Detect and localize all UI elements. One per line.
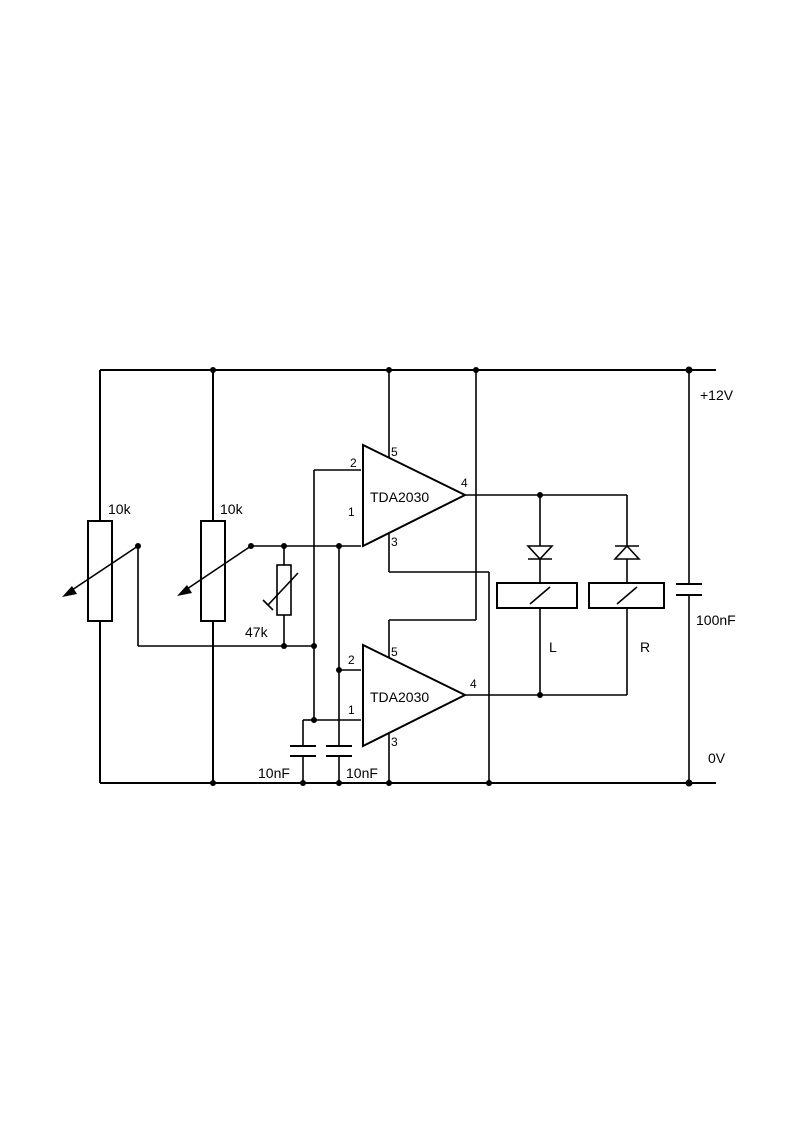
amplifier-bottom	[362, 619, 627, 786]
amp-top-part: TDA2030	[370, 489, 429, 505]
amp-bottom-pin5: 5	[391, 645, 398, 659]
amp-top-pin5: 5	[391, 445, 398, 459]
potentiometer-left	[62, 370, 141, 783]
relay-left-label: L	[549, 639, 557, 655]
cap-right-value: 10nF	[346, 765, 378, 781]
decoupling-cap-value: 100nF	[696, 612, 736, 628]
amp-bottom-pin2: 2	[348, 653, 355, 667]
decoupling-capacitor	[676, 366, 702, 787]
relay-right-label: R	[640, 639, 650, 655]
capacitor-right	[326, 745, 352, 786]
cap-left-value: 10nF	[258, 765, 290, 781]
amp-bottom-part: TDA2030	[370, 689, 429, 705]
trimmer-value: 47k	[245, 624, 269, 640]
relay-right	[588, 495, 665, 695]
trimmer-resistor	[262, 543, 299, 646]
potentiometer-right	[177, 370, 254, 783]
amp-bottom-pin1: 1	[348, 703, 355, 717]
capacitor-left	[290, 719, 316, 786]
amp-top-pin2: 2	[350, 456, 357, 470]
amplifier-top	[362, 367, 627, 573]
amp-top-pin4: 4	[461, 476, 468, 490]
ground-rail-label: 0V	[708, 750, 726, 766]
amp-top-pin3: 3	[391, 535, 398, 549]
pot-left-value: 10k	[108, 501, 132, 517]
amp-bottom-pin3: 3	[391, 735, 398, 749]
positive-rail-label: +12V	[700, 387, 734, 403]
relay-left	[496, 492, 578, 698]
pot-right-value: 10k	[220, 501, 244, 517]
amp-top-pin1: 1	[348, 505, 355, 519]
amp-bottom-pin4: 4	[470, 677, 477, 691]
